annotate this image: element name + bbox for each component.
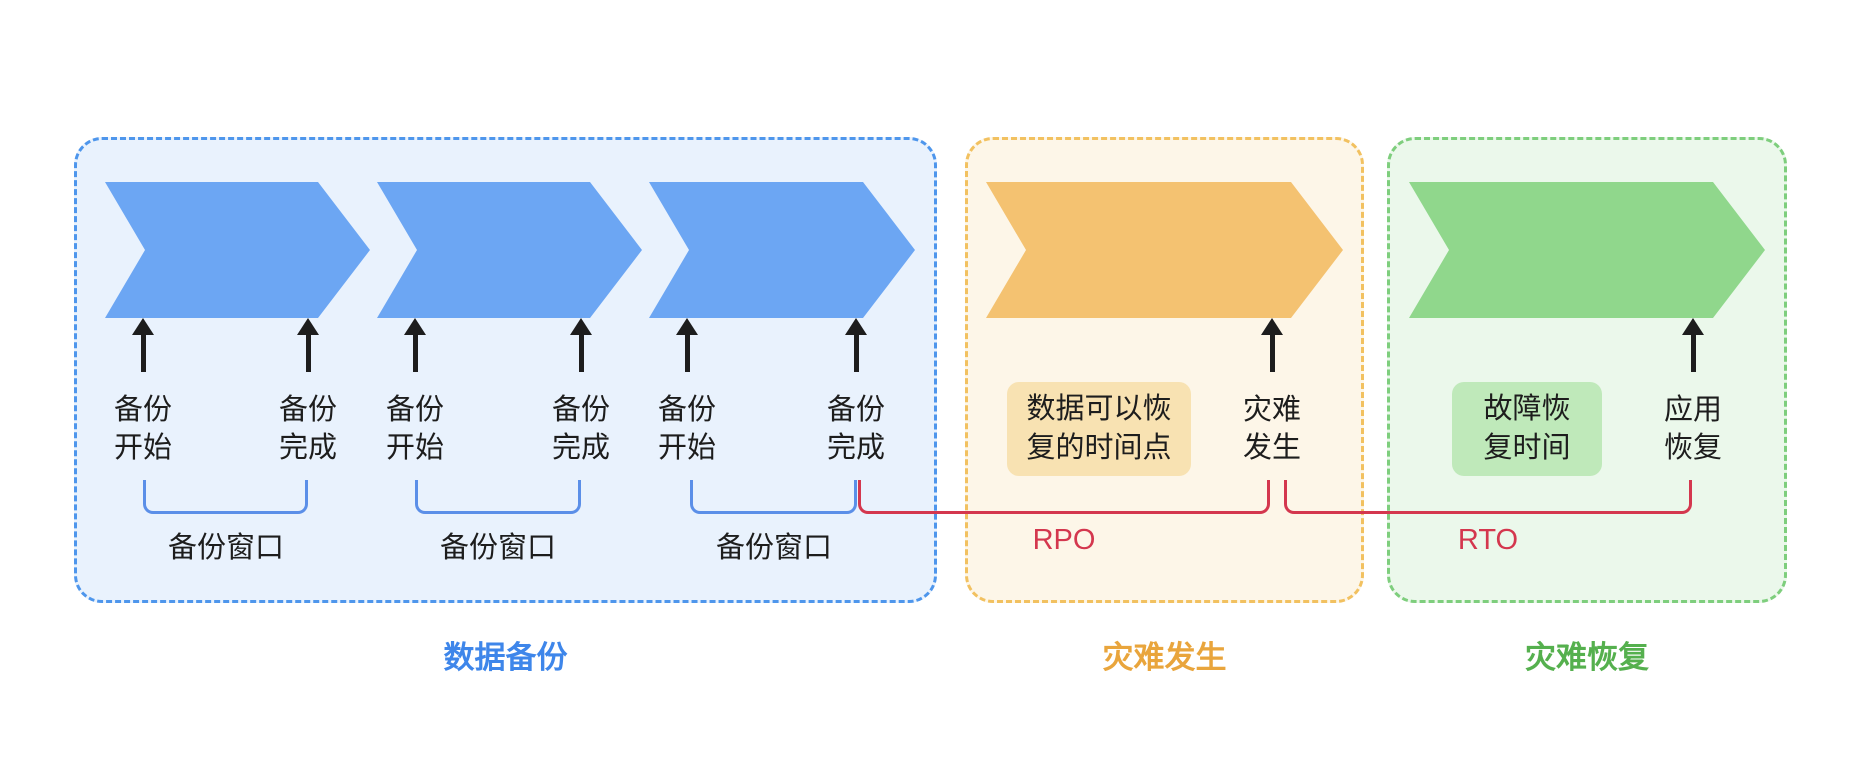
rpo-bracket [858,480,1270,514]
up-arrow-icon [676,318,698,372]
arrow-head [404,318,426,335]
arrow-head [570,318,592,335]
arrow-stem [578,335,584,372]
disaster-chevron [986,182,1343,318]
backup-window-bracket [143,480,308,514]
up-arrow-icon [297,318,319,372]
up-arrow-icon [132,318,154,372]
rto-bracket [1284,480,1692,514]
backup-window-label: 备份窗口 [439,532,556,564]
backup-window-bracket [415,480,581,514]
backup-start-label: 备份 开始 [657,394,716,464]
backup-chevron-2 [377,182,642,318]
up-arrow-icon [570,318,592,372]
backup-window-label: 备份窗口 [167,532,284,564]
backup-end-label: 备份 完成 [551,394,610,464]
app-recovery-label: 应用 恢复 [1663,394,1722,464]
disaster-event-label: 灾难 发生 [1242,394,1301,464]
arrow-stem [684,335,690,372]
arrow-stem [140,335,146,372]
arrow-stem [853,335,859,372]
recovery-section-title: 灾难恢复 [1525,640,1649,675]
backup-end-label: 备份 完成 [826,394,885,464]
arrow-head [1682,318,1704,335]
up-arrow-icon [404,318,426,372]
backup-chevron-1 [105,182,370,318]
arrow-head [297,318,319,335]
rpo-label: RPO [1032,524,1096,556]
recovery-chevron [1409,182,1765,318]
backup-end-label: 备份 完成 [278,394,337,464]
backup-section-title: 数据备份 [443,640,568,675]
arrow-stem [412,335,418,372]
arrow-stem [1690,335,1696,372]
backup-window-label: 备份窗口 [715,532,832,564]
arrow-stem [305,335,311,372]
recovery-time-note: 故障恢 复时间 [1452,382,1602,476]
up-arrow-icon [1682,318,1704,372]
arrow-head [676,318,698,335]
arrow-head [845,318,867,335]
backup-start-label: 备份 开始 [113,394,172,464]
backup-start-label: 备份 开始 [385,394,444,464]
arrow-head [132,318,154,335]
backup-chevron-3 [649,182,915,318]
arrow-head [1261,318,1283,335]
disaster-section-title: 灾难发生 [1102,640,1227,675]
backup-window-bracket [690,480,857,514]
arrow-stem [1269,335,1275,372]
up-arrow-icon [845,318,867,372]
recovery-point-note: 数据可以恢 复的时间点 [1007,382,1191,476]
up-arrow-icon [1261,318,1283,372]
rto-label: RTO [1457,524,1519,556]
